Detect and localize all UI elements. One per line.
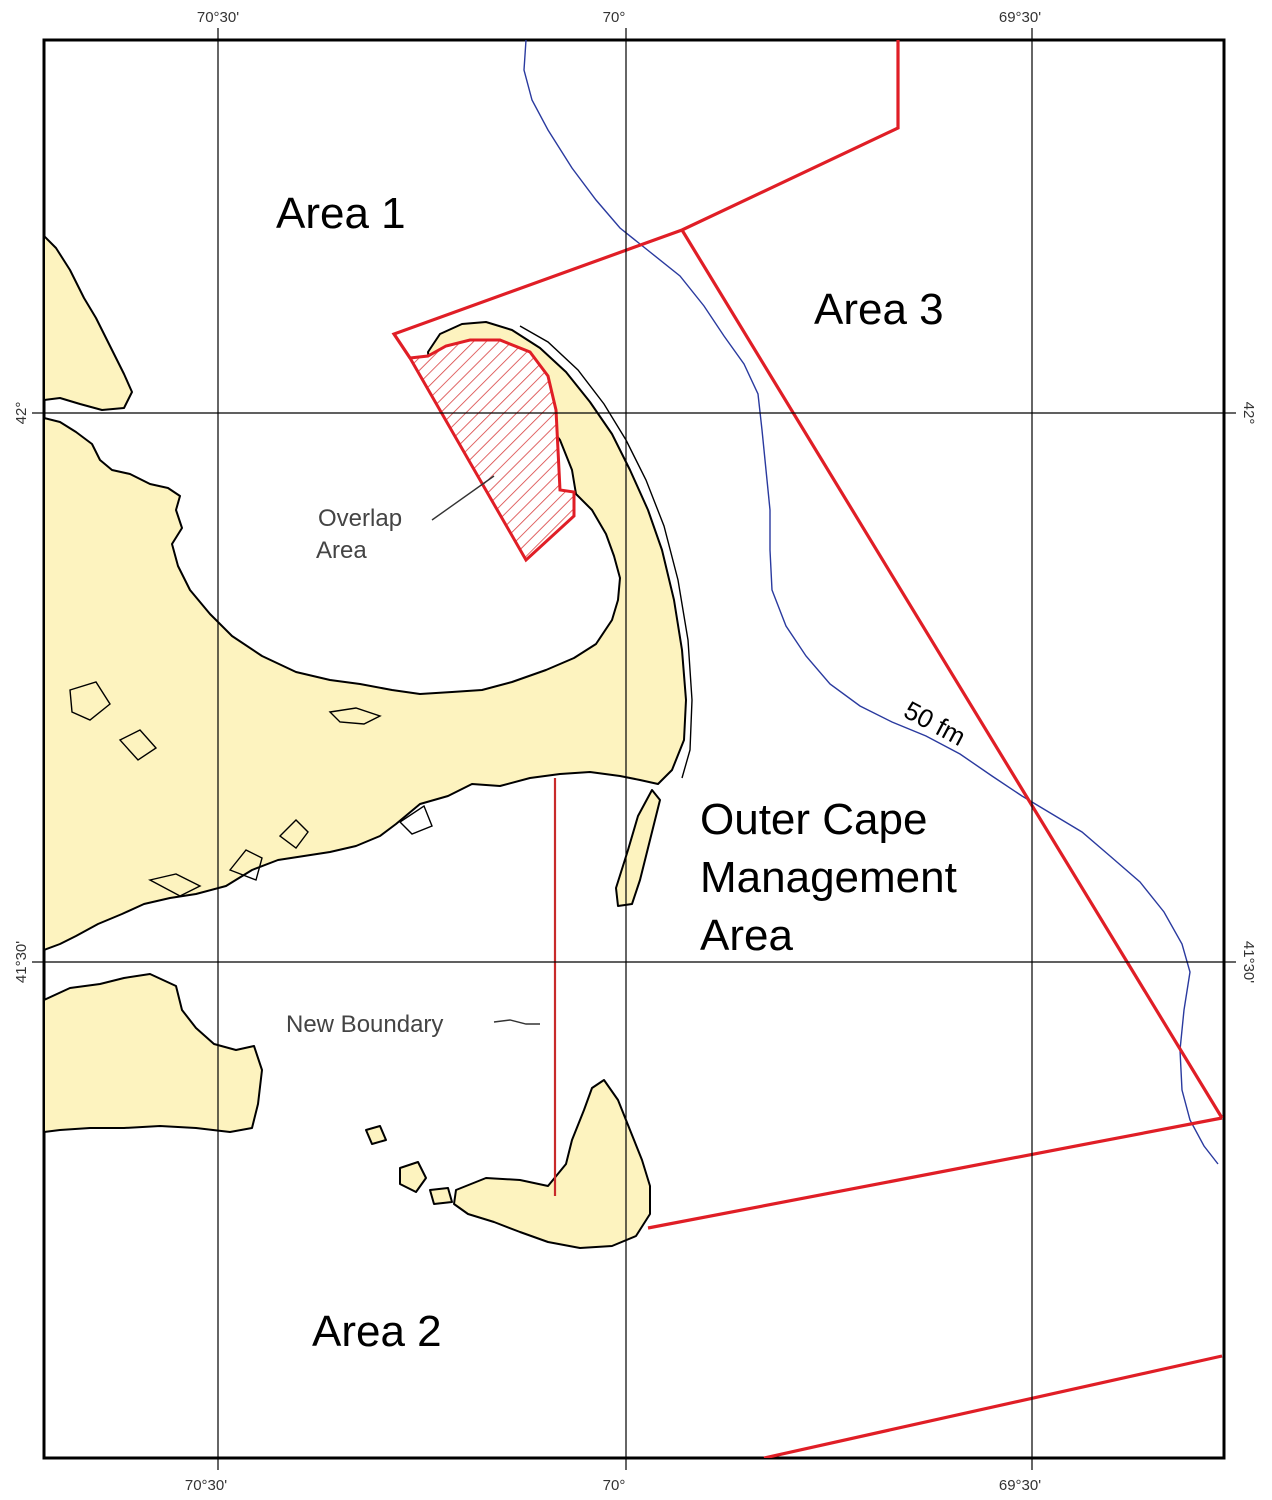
area-2-label: Area 2 <box>312 1307 442 1356</box>
contour-50fm <box>523 40 1219 1165</box>
lat-label-right-42: 42° <box>1240 402 1257 425</box>
monomoy-island <box>615 789 661 907</box>
lon-label-top-70: 70° <box>603 9 626 26</box>
overlap-label-line2: Area <box>316 537 367 564</box>
lat-label-left-42: 42° <box>13 402 30 425</box>
boundary-bottom <box>763 1354 1223 1458</box>
nantucket-island <box>453 1079 651 1249</box>
outer-cape-label-line1: Outer Cape <box>700 795 927 844</box>
area-1-label: Area 1 <box>276 189 406 238</box>
new-boundary-leader <box>493 1019 540 1025</box>
lon-label-bottom-70-30: 70°30' <box>185 1477 227 1494</box>
new-boundary-label: New Boundary <box>286 1011 443 1038</box>
outer-cape-label-line3: Area <box>700 911 793 960</box>
plymouth-coast <box>44 235 133 411</box>
overlap-leader <box>431 475 495 521</box>
boundary-outer-cape-east <box>680 229 1224 1119</box>
lon-label-top-70-30: 70°30' <box>197 9 239 26</box>
marthas-vineyard <box>44 973 263 1133</box>
lon-label-top-69-30: 69°30' <box>999 9 1041 26</box>
area-3-label: Area 3 <box>814 285 944 334</box>
lat-label-left-41-30: 41°30' <box>13 941 30 983</box>
overlap-area <box>407 338 576 563</box>
lat-label-right-41-30: 41°30' <box>1240 941 1257 983</box>
boundary-south-east <box>647 1116 1223 1230</box>
outer-cape-label-line2: Management <box>700 853 957 902</box>
lon-label-bottom-70: 70° <box>603 1477 626 1494</box>
lon-label-bottom-69-30: 69°30' <box>999 1477 1041 1494</box>
overlap-label-line1: Overlap <box>318 505 402 532</box>
